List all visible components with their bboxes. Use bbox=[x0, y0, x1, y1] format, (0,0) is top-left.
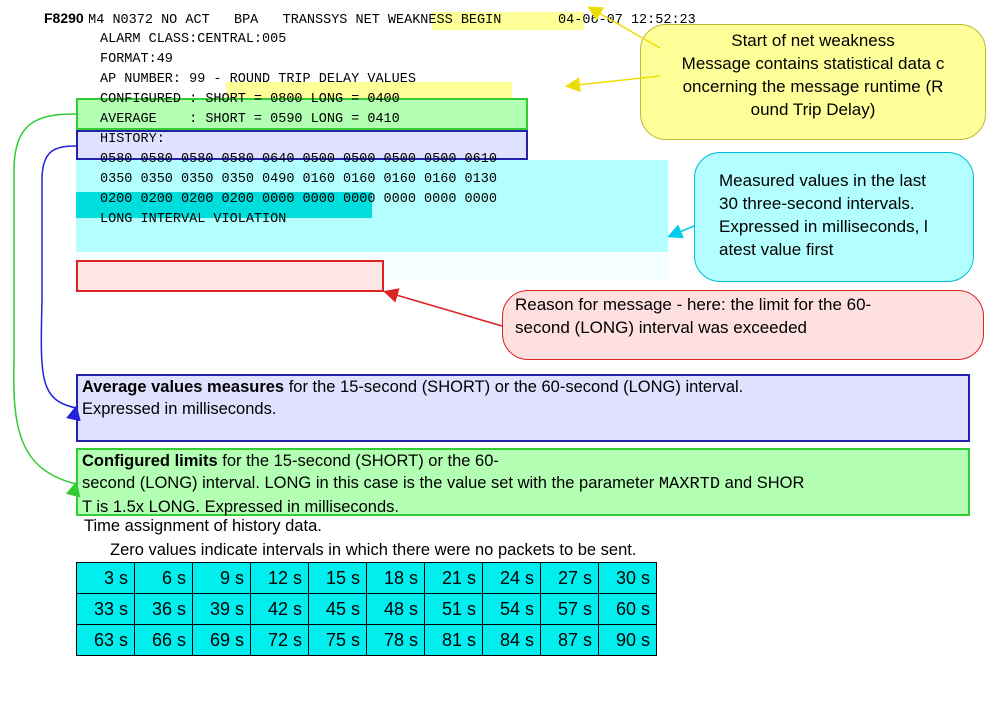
time-grid-cell: 69 s bbox=[192, 624, 251, 656]
history-row: 0580 0580 0580 0580 0640 0500 0500 0500 … bbox=[100, 152, 497, 167]
arrow-blue-average bbox=[40, 145, 81, 422]
format: FORMAT:49 bbox=[100, 52, 173, 67]
callout-line: Message contains statistical data c bbox=[681, 54, 945, 73]
arrow-green-configured bbox=[12, 113, 81, 498]
history-row: 0200 0200 0200 0200 0000 0000 0000 0000 … bbox=[100, 192, 497, 207]
average-text: for the 15-second (SHORT) or the 60-seco… bbox=[284, 378, 744, 396]
ap-number: AP NUMBER: 99 - ROUND TRIP DELAY VALUES bbox=[100, 72, 416, 87]
time-grid-cell: 9 s bbox=[192, 562, 251, 594]
time-grid-cell: 27 s bbox=[540, 562, 599, 594]
callout-line: Measured values in the last bbox=[719, 171, 926, 190]
average-description: Average values measures for the 15-secon… bbox=[76, 374, 970, 442]
time-grid-cell: 6 s bbox=[134, 562, 193, 594]
time-grid-cell: 3 s bbox=[76, 562, 135, 594]
time-grid-cell: 48 s bbox=[366, 593, 425, 625]
time-grid-cell: 24 s bbox=[482, 562, 541, 594]
time-grid-cell: 42 s bbox=[250, 593, 309, 625]
history-row3-highlight bbox=[76, 192, 372, 218]
time-grid-cell: 72 s bbox=[250, 624, 309, 656]
history-label: HISTORY: bbox=[100, 132, 165, 147]
average-text-line2: Expressed in milliseconds. bbox=[82, 400, 277, 418]
history-row: 0350 0350 0350 0350 0490 0160 0160 0160 … bbox=[100, 172, 497, 187]
time-grid-cell: 84 s bbox=[482, 624, 541, 656]
time-grid-cell: 87 s bbox=[540, 624, 599, 656]
alarm-class: ALARM CLASS:CENTRAL:005 bbox=[100, 32, 287, 47]
time-grid-cell: 54 s bbox=[482, 593, 541, 625]
callout-line: 30 three-second intervals. bbox=[719, 194, 915, 213]
violation-reason-box bbox=[76, 260, 384, 292]
net-weakness-highlight bbox=[432, 12, 584, 30]
time-grid-cell: 90 s bbox=[598, 624, 657, 656]
message-header-text: M4 N0372 NO ACT BPA TRANSSYS NET WEAKNES… bbox=[88, 13, 696, 28]
configured-text-line3: T is 1.5x LONG. Expressed in millisecond… bbox=[82, 498, 399, 516]
callout-line: ound Trip Delay) bbox=[750, 100, 876, 119]
maxrtd-parameter: MAXRTD bbox=[658, 475, 721, 494]
time-grid-cell: 30 s bbox=[598, 562, 657, 594]
message-code: F8290 bbox=[44, 10, 84, 26]
configured-description: Configured limits for the 15-second (SHO… bbox=[76, 448, 970, 516]
callout-line: Expressed in milliseconds, l bbox=[719, 217, 928, 236]
average-line: AVERAGE : SHORT = 0590 LONG = 0410 bbox=[100, 112, 400, 127]
time-grid-cell: 75 s bbox=[308, 624, 367, 656]
reason-callout: Reason for message - here: the limit for… bbox=[502, 290, 984, 360]
callout-line: Reason for message - here: the limit for… bbox=[515, 295, 872, 314]
configured-title: Configured limits bbox=[82, 452, 218, 470]
average-title: Average values measures bbox=[82, 378, 285, 396]
net-weakness-callout: Start of net weakness Message contains s… bbox=[640, 24, 986, 140]
time-grid-cell: 57 s bbox=[540, 593, 599, 625]
time-grid-cell: 51 s bbox=[424, 593, 483, 625]
configured-text-line2: second (LONG) interval. LONG in this cas… bbox=[82, 474, 659, 492]
violation-line: LONG INTERVAL VIOLATION bbox=[100, 212, 287, 227]
time-grid-cell: 66 s bbox=[134, 624, 193, 656]
configured-line: CONFIGURED : SHORT = 0800 LONG = 0400 bbox=[100, 92, 400, 107]
configured-text: for the 15-second (SHORT) or the 60- bbox=[217, 452, 499, 470]
time-grid-cell: 60 s bbox=[598, 593, 657, 625]
history-label-box bbox=[76, 130, 528, 160]
configured-text-line2b: and SHOR bbox=[720, 474, 805, 492]
time-grid-cell: 63 s bbox=[76, 624, 135, 656]
time-grid-cell: 12 s bbox=[250, 562, 309, 594]
arrow-reason bbox=[383, 288, 503, 327]
time-grid-cell: 18 s bbox=[366, 562, 425, 594]
arrow-measured bbox=[667, 224, 695, 239]
time-grid-cell: 39 s bbox=[192, 593, 251, 625]
ap-number-highlight bbox=[226, 82, 512, 100]
callout-line: atest value first bbox=[719, 240, 834, 259]
configured-average-box bbox=[76, 98, 528, 130]
time-grid-cell: 81 s bbox=[424, 624, 483, 656]
callout-line: Start of net weakness bbox=[731, 31, 895, 50]
zero-values-text: Zero values indicate intervals in which … bbox=[110, 541, 637, 559]
time-grid-cell: 21 s bbox=[424, 562, 483, 594]
measured-values-callout: Measured values in the last 30 three-sec… bbox=[694, 152, 974, 282]
message-header: F8290 M4 N0372 NO ACT BPA TRANSSYS NET W… bbox=[44, 10, 696, 31]
callout-line: oncerning the message runtime (R bbox=[682, 77, 944, 96]
time-grid-cell: 45 s bbox=[308, 593, 367, 625]
time-grid-cell: 36 s bbox=[134, 593, 193, 625]
time-grid-cell: 33 s bbox=[76, 593, 135, 625]
time-grid-cell: 15 s bbox=[308, 562, 367, 594]
callout-line: second (LONG) interval was exceeded bbox=[515, 318, 807, 337]
time-assignment-text: Time assignment of history data. bbox=[84, 517, 322, 535]
time-grid-cell: 78 s bbox=[366, 624, 425, 656]
